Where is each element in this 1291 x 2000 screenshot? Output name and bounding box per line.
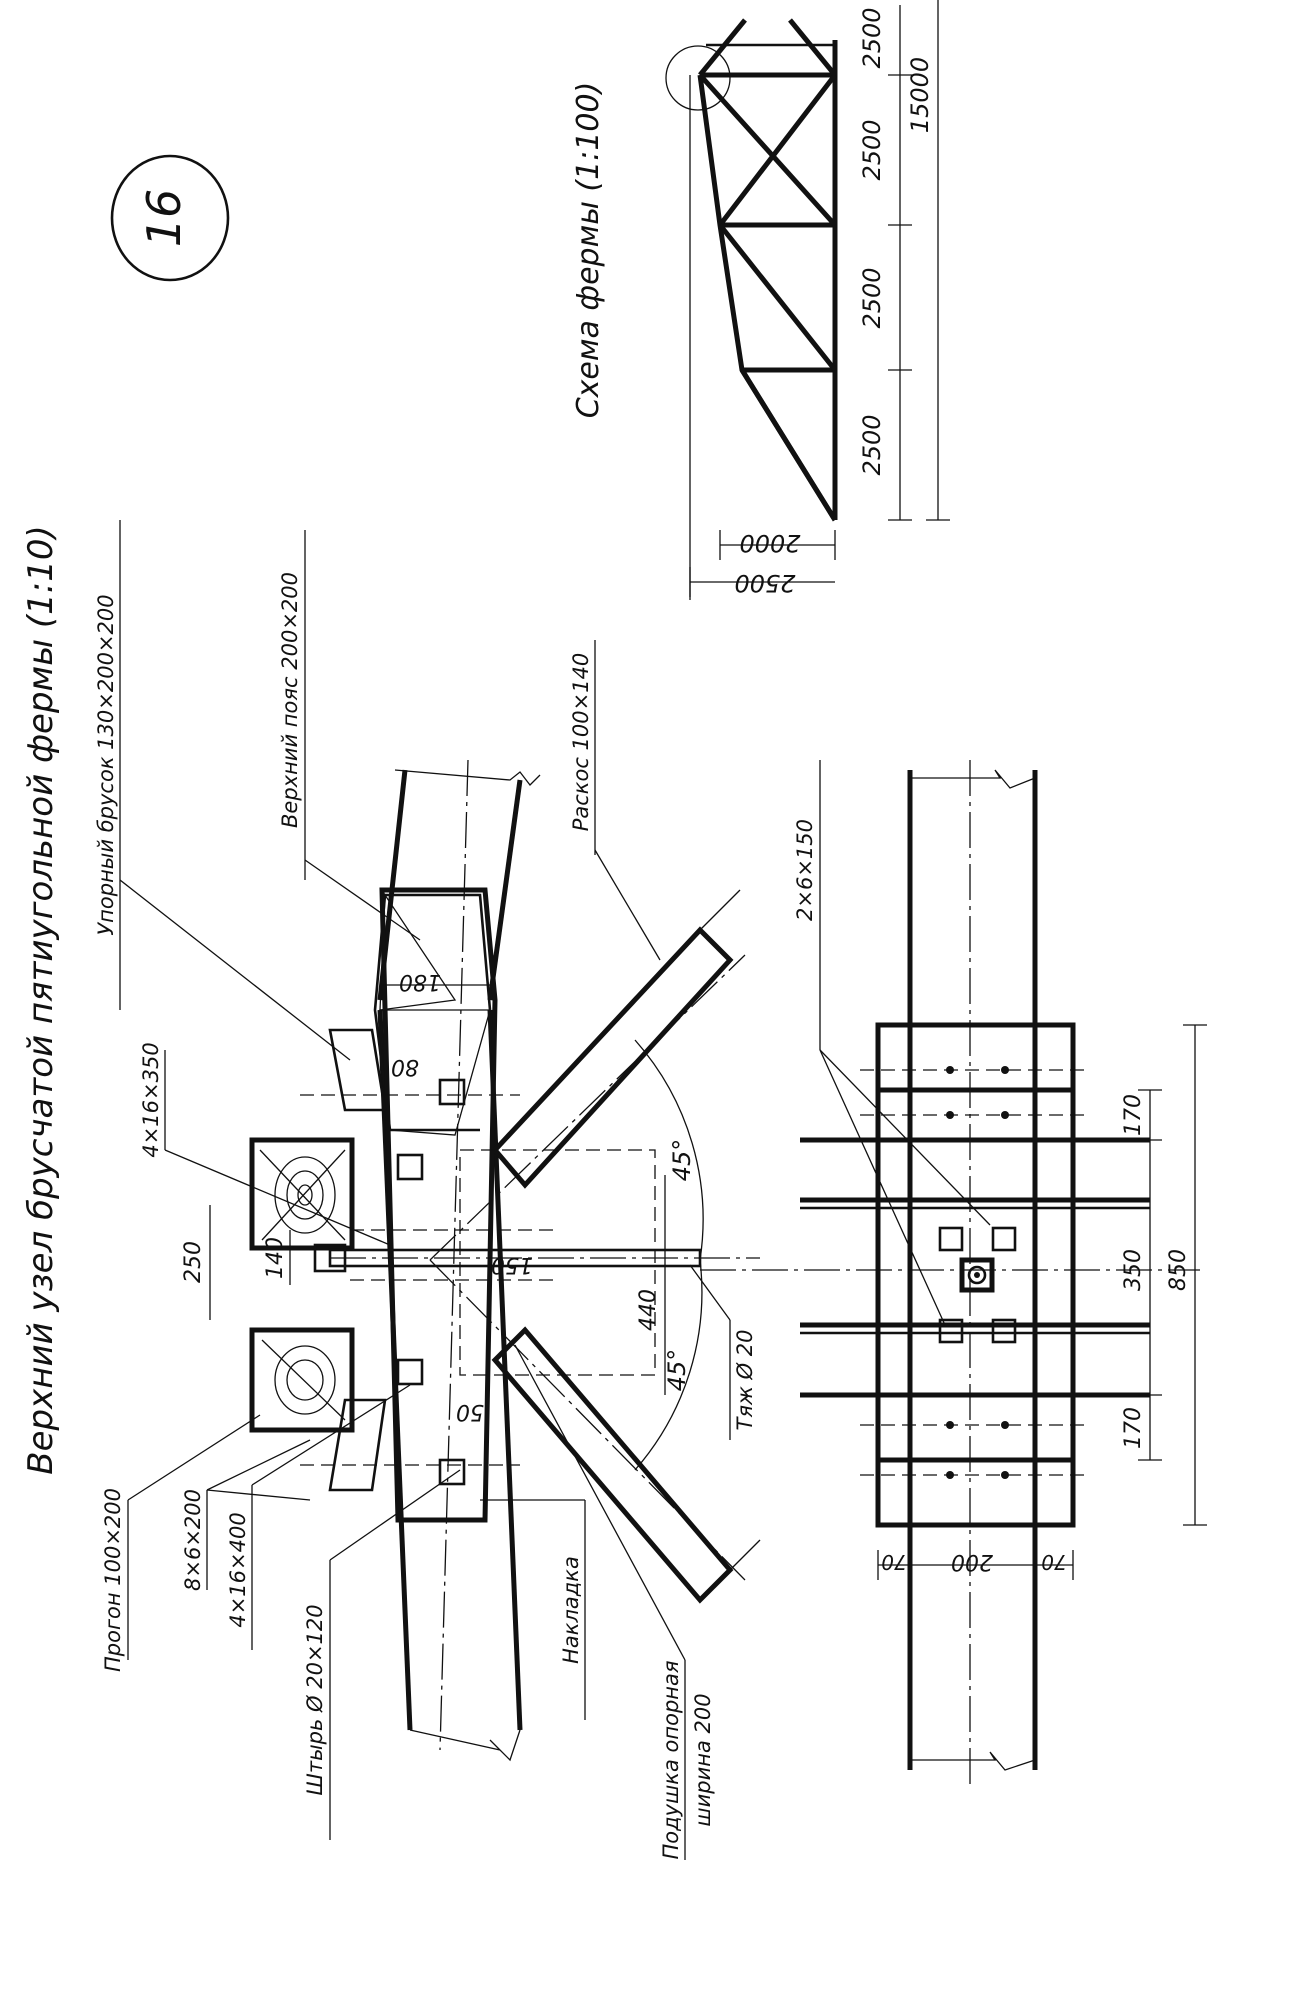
scheme-dim-panel: 2500 bbox=[858, 267, 886, 328]
bolt-square bbox=[396, 1358, 424, 1386]
dim-150: 150 bbox=[491, 1252, 533, 1277]
label-raskos: Раскос 100×140 bbox=[569, 653, 593, 832]
dim-80: 80 bbox=[391, 1054, 419, 1079]
scheme-dim-top-panel: 2500 bbox=[858, 7, 886, 68]
label-bolt-2x6x150: 2×6×150 bbox=[793, 819, 817, 921]
scheme-detail-circle bbox=[665, 45, 731, 111]
scheme-diagonal bbox=[718, 73, 837, 227]
scheme-top-chord bbox=[697, 74, 838, 522]
dim-70-left: 70 bbox=[881, 1550, 906, 1574]
diagonal-lower bbox=[491, 1326, 734, 1604]
dim-140: 140 bbox=[263, 1237, 288, 1279]
nakladka-plate bbox=[379, 887, 498, 1523]
chord-axis bbox=[439, 759, 469, 1751]
scheme-diagonal bbox=[788, 18, 837, 77]
label-bolt-8x6x200: 8×6×200 bbox=[181, 1489, 205, 1591]
scheme-top-chord-continuation bbox=[698, 18, 747, 77]
angle-arc-lower bbox=[634, 1259, 703, 1471]
label-upor-brusok: Упорный брусок 130×200×200 bbox=[94, 594, 118, 935]
upper-chord-right-edge-bottom bbox=[487, 779, 523, 1001]
label-nakladka: Накладка bbox=[559, 1556, 583, 1664]
sheet-title: Верхний узел брусчатой пятиугольной ферм… bbox=[21, 525, 61, 1474]
dim-70-right: 70 bbox=[1041, 1550, 1066, 1574]
angle-upper: 45° bbox=[668, 1139, 696, 1182]
dim-200: 200 bbox=[951, 1549, 993, 1574]
wood-grain-lower bbox=[261, 1339, 346, 1421]
dim-350: 350 bbox=[1121, 1249, 1146, 1291]
dim-250: 250 bbox=[181, 1241, 206, 1283]
label-verkhniy-poyas: Верхний пояс 200×200 bbox=[278, 572, 302, 828]
scheme-title: Схема фермы (1:100) bbox=[571, 82, 606, 419]
diagonal-upper bbox=[491, 926, 734, 1189]
scheme-dim-height-2: 2500 bbox=[734, 569, 795, 597]
scheme-diagonal bbox=[698, 73, 837, 227]
scheme-diagonal bbox=[718, 223, 837, 372]
callouts: Упорный брусок 130×200×200 Верхний пояс … bbox=[94, 520, 757, 1860]
sheet-number: 16 bbox=[137, 189, 191, 248]
label-progon: Прогон 100×200 bbox=[101, 1488, 125, 1672]
bolt-square bbox=[438, 1458, 466, 1486]
scheme-dim-height-1: 2000 bbox=[739, 529, 800, 557]
label-tyazh: Тяж Ø 20 bbox=[733, 1330, 757, 1431]
dim-170-lower: 170 bbox=[1121, 1407, 1146, 1449]
label-bolt-4x16x350: 4×16×350 bbox=[139, 1042, 163, 1157]
plan-bolts bbox=[938, 1066, 1017, 1479]
label-podushka-line2: ширина 200 bbox=[691, 1693, 715, 1826]
scheme-dim-panel: 2500 bbox=[858, 414, 886, 475]
dim-850: 850 bbox=[1166, 1249, 1191, 1291]
purlin-upper bbox=[249, 1137, 355, 1251]
bolt-square bbox=[438, 1078, 466, 1106]
stop-block-lower bbox=[328, 1398, 387, 1492]
wood-grain-upper bbox=[259, 1149, 346, 1241]
angle-arc-upper bbox=[634, 1039, 704, 1261]
stop-block-upper bbox=[328, 1028, 387, 1112]
node-plan: 2×6×150 170 350 850 170 70 200 70 bbox=[700, 760, 1207, 1790]
sheet-number-badge: 16 bbox=[110, 154, 230, 282]
sheet-number-circle bbox=[110, 154, 230, 282]
dim-180: 180 bbox=[399, 969, 441, 994]
purlin-lower bbox=[249, 1327, 355, 1433]
scheme-diagonal bbox=[739, 368, 838, 522]
truss-scheme: Схема фермы (1:100) 2500 2500 2500 2500 … bbox=[571, 0, 950, 600]
plan-plates bbox=[875, 1022, 1076, 1528]
dim-50: 50 bbox=[456, 1399, 484, 1424]
dim-440: 440 bbox=[636, 1289, 661, 1331]
label-podushka-line1: Подушка опорная bbox=[659, 1660, 683, 1859]
label-shtyr: Штырь Ø 20×120 bbox=[303, 1604, 327, 1795]
scheme-dim-span: 15000 bbox=[906, 57, 934, 133]
support-pad bbox=[459, 1149, 656, 1376]
nakladka-outline-upper bbox=[385, 893, 492, 1011]
dim-170-upper: 170 bbox=[1121, 1094, 1146, 1136]
tie-rod-washer bbox=[959, 1257, 995, 1293]
bolt-square bbox=[396, 1153, 424, 1181]
angle-lower: 45° bbox=[663, 1349, 691, 1392]
label-bolt-4x16x400: 4×16×400 bbox=[226, 1512, 250, 1627]
scheme-dim-panel: 2500 bbox=[858, 119, 886, 180]
node-elevation: 180 80 250 140 150 440 50 45° 45° bbox=[181, 759, 761, 1762]
